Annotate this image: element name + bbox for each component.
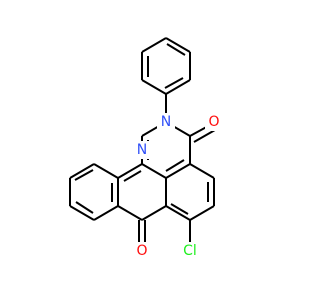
atom-n2-label: N bbox=[161, 114, 171, 130]
bond bbox=[69, 163, 95, 179]
molecule-structure: N N O O Cl bbox=[69, 37, 223, 260]
double-bond bbox=[165, 159, 185, 172]
bond bbox=[165, 79, 191, 95]
bond bbox=[141, 205, 167, 221]
atom-cl: Cl bbox=[177, 242, 203, 260]
phenyl-ring bbox=[141, 37, 191, 95]
bond bbox=[141, 37, 167, 53]
benzo-ring bbox=[69, 163, 119, 221]
central-ring bbox=[117, 163, 167, 221]
bond bbox=[117, 205, 143, 221]
bond bbox=[69, 205, 95, 221]
bond bbox=[189, 163, 215, 179]
atom-o-carbonyl: O bbox=[205, 113, 223, 131]
double-bond bbox=[75, 201, 94, 214]
atom-labels: N N O O Cl bbox=[133, 113, 223, 260]
bond bbox=[189, 205, 215, 221]
atom-cl-label: Cl bbox=[183, 243, 197, 259]
chloro-ring bbox=[165, 163, 215, 221]
double-bond bbox=[193, 129, 216, 143]
double-bond bbox=[170, 203, 189, 215]
aromatic-inner-bond bbox=[164, 77, 184, 89]
bond bbox=[93, 205, 119, 221]
aromatic-inner-bond bbox=[166, 43, 186, 56]
atom-o-carbonyl-label: O bbox=[208, 114, 219, 130]
bond bbox=[93, 163, 119, 179]
atom-o-ketone: O bbox=[133, 242, 151, 260]
pyridazinone-ring bbox=[141, 94, 191, 179]
atom-n1: N bbox=[133, 141, 151, 159]
bond bbox=[165, 163, 191, 179]
bond bbox=[117, 163, 143, 179]
bond bbox=[165, 205, 191, 221]
bond bbox=[165, 37, 191, 53]
ketone-group bbox=[138, 220, 146, 246]
structure-canvas: N N O O Cl bbox=[69, 37, 223, 260]
double-bond bbox=[74, 169, 94, 181]
atom-n2: N bbox=[157, 113, 175, 131]
atom-o-ketone-label: O bbox=[136, 243, 147, 259]
atom-n1-label: N bbox=[137, 142, 147, 158]
bond bbox=[141, 163, 167, 179]
bond bbox=[141, 79, 167, 95]
double-bond bbox=[123, 170, 142, 182]
